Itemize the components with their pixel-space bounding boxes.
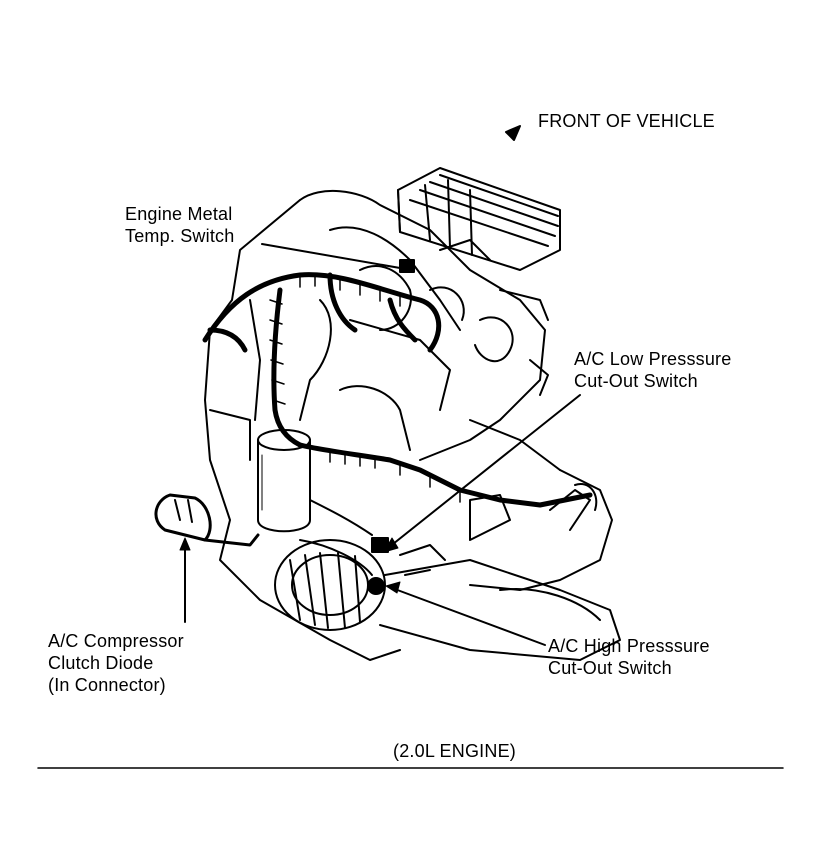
- engine-metal-temp-switch-label: Engine Metal Temp. Switch: [125, 204, 235, 246]
- ac-lines: [299, 499, 446, 576]
- right-bracket: [469, 483, 598, 541]
- harness-ribbing: [269, 273, 461, 503]
- ac-compressor-clutch-diode: [154, 493, 260, 547]
- high-pressure-leader: [391, 587, 546, 646]
- compressor: [274, 539, 621, 661]
- front-of-vehicle-label: FRONT OF VEHICLE: [538, 111, 715, 131]
- ac-high-pressure-switch: [367, 577, 385, 595]
- leader-arrowheads: [179, 537, 401, 594]
- ac-low-pressure-switch-label: A/C Low Presssure Cut-Out Switch: [574, 349, 732, 391]
- accumulator: [257, 429, 311, 533]
- front-direction-arrow: [505, 125, 521, 141]
- ac-high-pressure-switch-label: A/C High Presssure Cut-Out Switch: [548, 636, 710, 678]
- radiator: [397, 167, 561, 271]
- ac-compressor-clutch-diode-label: A/C Compressor Clutch Diode (In Connecto…: [48, 631, 184, 695]
- engine-metal-temp-switch: [399, 259, 415, 273]
- low-pressure-arrowhead: [383, 537, 399, 553]
- metal-temp-leader: [261, 243, 401, 269]
- diode-arrowhead: [179, 537, 191, 551]
- leader-lines: [184, 243, 581, 646]
- figure-caption: (2.0L ENGINE): [393, 741, 516, 761]
- wiring-harness: [202, 272, 593, 508]
- high-pressure-arrowhead: [385, 581, 401, 594]
- low-pressure-leader: [387, 394, 581, 549]
